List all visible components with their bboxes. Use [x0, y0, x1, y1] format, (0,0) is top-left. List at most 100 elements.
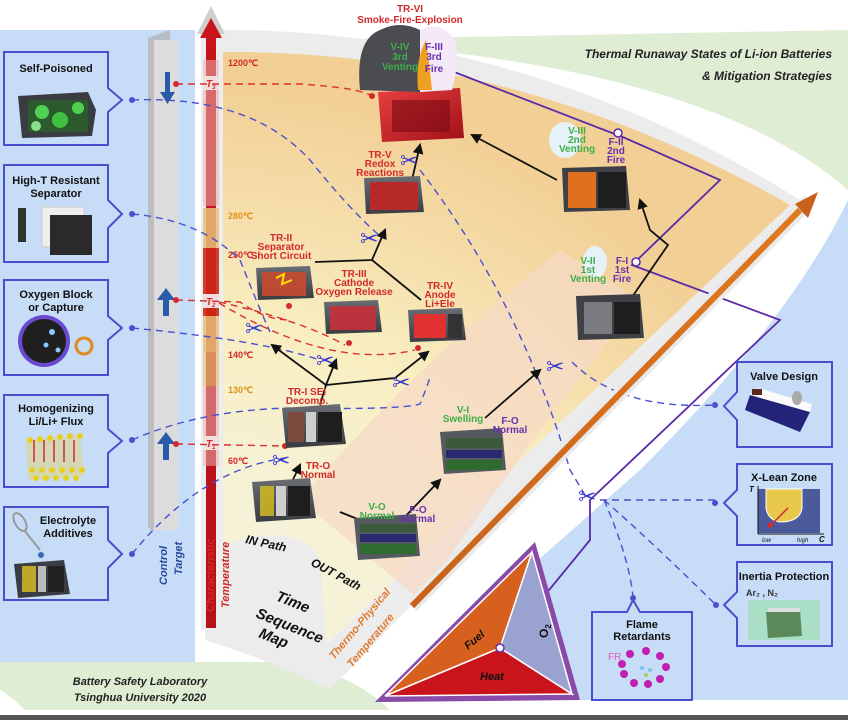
fire-triangle-oxygen: O2 — [537, 624, 553, 638]
svg-text:High-T Resistant: High-T Resistant — [12, 175, 100, 187]
dropper-icon — [12, 511, 44, 558]
svg-text:Electrolyte: Electrolyte — [40, 515, 96, 527]
svg-text:T3: T3 — [206, 79, 216, 91]
fire-triangle-center-node — [495, 643, 505, 653]
svg-text:Additives: Additives — [43, 528, 93, 540]
control-dot — [129, 325, 135, 331]
strategy-valve-design[interactable]: Valve Design — [722, 361, 833, 448]
svg-text:F-II: F-II — [609, 137, 624, 148]
svg-text:TR-VI: TR-VI — [397, 4, 423, 15]
state-tr-ii-label: TR-II Separator Short Circuit — [251, 233, 312, 262]
svg-text:Target: Target — [173, 540, 185, 575]
venting-cloud — [549, 122, 607, 278]
threshold-line-t2c — [218, 302, 416, 356]
strategy-inertia-protection[interactable]: Inertia Protection Ar₂ , N₂ — [722, 561, 833, 647]
control-dot — [712, 500, 718, 506]
svg-text:F-O: F-O — [501, 416, 518, 427]
svg-text:✂: ✂ — [316, 348, 334, 373]
svg-text:T: T — [749, 485, 755, 494]
cell-tr-iv — [408, 308, 466, 342]
control-dot — [129, 551, 135, 557]
lithium-flux-icon — [26, 433, 85, 481]
control-target-label: Control Target — [158, 540, 185, 585]
svg-text:Fire: Fire — [613, 274, 632, 285]
state-f-o-label-upper: F-O Normal — [493, 416, 528, 436]
cell-tr-ii — [256, 266, 314, 300]
svg-text:T2: T2 — [206, 297, 216, 309]
inertia-gases: Ar₂ , N₂ — [746, 588, 778, 598]
threshold-dot — [369, 93, 375, 99]
control-dot — [129, 211, 135, 217]
smoke-fire-plume — [359, 25, 457, 93]
control-dot — [129, 97, 135, 103]
scissors-icon: ✂ ✂ ✂ ✂ ✂ ✂ ✂ ✂ — [245, 148, 596, 509]
strategy-electrolyte-additives[interactable]: Electrolyte Additives — [3, 506, 124, 601]
state-tr-i-label: TR-I SEI Decomp. — [286, 387, 328, 407]
svg-text:V-I: V-I — [457, 405, 469, 416]
svg-text:T1: T1 — [206, 439, 216, 451]
svg-text:V-O: V-O — [368, 502, 385, 513]
threshold-t1: T1 — [203, 436, 219, 451]
temp-tick-60: 60℃ — [228, 456, 248, 466]
cell-tr-vi — [378, 88, 464, 142]
svg-text:F-I: F-I — [616, 256, 628, 267]
state-tr-v-label: TR-V Redox Reactions — [356, 150, 404, 179]
state-tr-o-label: TR-O Normal — [301, 461, 336, 481]
threshold-line-t1 — [175, 443, 286, 447]
threshold-lines — [175, 83, 416, 447]
thermo-physical-temperature-arrow — [407, 192, 818, 611]
control-lines-right — [419, 169, 717, 606]
state-tr-iv-label: TR-IV Anode Li+Ele — [424, 281, 456, 310]
svg-text:Normal: Normal — [493, 425, 528, 436]
fire-path-line — [448, 69, 782, 651]
flame-retardant-molecules-icon: FR — [608, 647, 670, 688]
x-lean-zone-chart-icon: T C low high — [749, 485, 825, 544]
strategy-high-t-separator[interactable]: High-T Resistant Separator — [3, 164, 124, 263]
strategy-x-lean-zone[interactable]: X-Lean Zone T C low high — [722, 463, 833, 546]
footer-line1: Battery Safety Laboratory — [73, 676, 208, 688]
svg-text:TR-I SEI: TR-I SEI — [288, 387, 327, 398]
svg-text:Venting: Venting — [382, 62, 418, 73]
state-v-i-label: V-I Swelling — [443, 405, 484, 425]
svg-text:TR-II: TR-II — [270, 233, 292, 244]
threshold-t3: T3 — [203, 76, 219, 91]
cell-v-o — [354, 514, 420, 560]
state-v-iv-label: V-IV 3rd Venting — [382, 42, 418, 73]
threshold-line-t2a — [175, 299, 291, 321]
svg-text:Characteristic: Characteristic — [205, 539, 217, 612]
threshold-dot — [286, 303, 292, 309]
bottom-border — [0, 715, 848, 720]
strategy-self-poisoned[interactable]: Self-Poisoned — [3, 51, 124, 146]
svg-text:V-III: V-III — [568, 126, 586, 137]
valve-icon — [745, 388, 812, 432]
bottom-green-panel — [0, 662, 390, 710]
svg-text:3rd: 3rd — [426, 52, 442, 63]
svg-text:FR: FR — [608, 652, 621, 663]
poisoned-cell-icon — [18, 92, 96, 138]
footer-line2: Tsinghua University 2020 — [74, 692, 207, 704]
right-blue-panel — [380, 200, 848, 700]
fire-node-f1 — [631, 257, 641, 267]
control-lines-left — [131, 98, 431, 555]
control-target-bar — [148, 30, 178, 530]
svg-text:Control: Control — [158, 545, 170, 585]
control-dot — [129, 437, 135, 443]
state-v-iii-label: V-III 2nd Venting — [559, 126, 595, 155]
strategy-homogenizing-flux[interactable]: Homogenizing Li/Li+ Flux — [3, 394, 124, 488]
svg-text:TR-V: TR-V — [368, 150, 392, 161]
threshold-dot — [173, 297, 179, 303]
svg-text:or Capture: or Capture — [28, 302, 84, 314]
threshold-dot — [346, 340, 352, 346]
strategy-oxygen-block[interactable]: Oxygen Block or Capture — [3, 279, 124, 376]
temp-tick-140: 140℃ — [228, 350, 253, 360]
strategy-flame-retardants[interactable]: Flame Retardants FR — [591, 597, 693, 701]
state-tr-vi-label: TR-VI Smoke-Fire-Explosion — [357, 4, 463, 26]
svg-text:Normal: Normal — [401, 514, 436, 525]
svg-text:Retardants: Retardants — [613, 631, 670, 643]
svg-text:C: C — [819, 535, 825, 544]
temp-tick-130: 130℃ — [228, 385, 253, 395]
inertia-cell-icon — [748, 600, 820, 640]
state-f-o-label-lower: F-O Normal — [401, 505, 436, 525]
svg-text:Normal: Normal — [301, 470, 336, 481]
threshold-line-t3 — [176, 83, 373, 97]
